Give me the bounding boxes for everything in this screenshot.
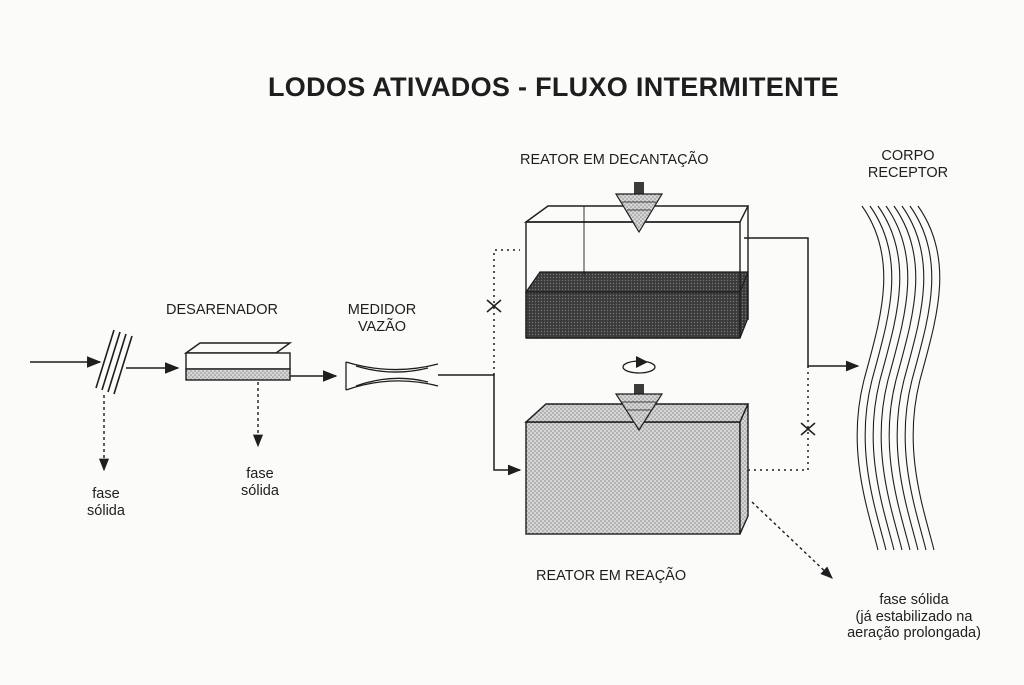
aerator-icon xyxy=(614,182,664,234)
receiving-water-body xyxy=(856,205,941,551)
main-feed-line xyxy=(438,374,522,476)
bar-screen-icon xyxy=(95,329,133,395)
fase-line: fase xyxy=(92,486,120,502)
closed-valve-icon xyxy=(486,299,502,313)
medidor-line: MEDIDOR xyxy=(347,302,417,318)
reactor-decantation xyxy=(523,205,750,339)
diagram-title: LODOS ATIVADOS - FLUXO INTERMITENTE xyxy=(268,72,839,102)
fase-solida-reactor-label: fase sólida (já estabilizado na aeração … xyxy=(826,592,1002,642)
solida-line: sólida xyxy=(241,482,279,499)
desarenador-label: DESARENADOR xyxy=(166,302,278,318)
desarenador-unit xyxy=(183,342,293,381)
corpo-receptor-label: CORPO RECEPTOR xyxy=(852,148,964,181)
aeracao-line: aeração prolongada) xyxy=(847,625,981,642)
fase-solida-grit-label: fase sólida xyxy=(224,466,296,499)
dotted-effluent-line xyxy=(748,366,809,471)
closed-valve-icon xyxy=(800,422,816,436)
estabilizado-line: (já estabilizado na xyxy=(855,608,973,625)
medidor-vazao-label: MEDIDOR VAZÃO xyxy=(340,302,424,335)
rotation-arrow-icon xyxy=(622,356,656,374)
reator-decantacao-label: REATOR EM DECANTAÇÃO xyxy=(520,152,709,168)
reactor-reaction xyxy=(524,403,750,535)
flow-meter-icon xyxy=(345,361,439,391)
reator-reacao-label: REATOR EM REAÇÃO xyxy=(536,568,687,584)
aerator-icon xyxy=(614,384,664,432)
sludge-discharge-arrow xyxy=(751,501,833,579)
fase-solida-screen-label: fase sólida xyxy=(70,486,142,519)
fase-line: fase xyxy=(246,466,274,482)
receptor-line: RECEPTOR xyxy=(867,164,949,181)
corpo-line: CORPO xyxy=(881,148,935,164)
fase-solida-line: fase sólida xyxy=(879,592,949,608)
vazao-line: VAZÃO xyxy=(357,318,407,335)
solida-line: sólida xyxy=(87,502,125,519)
dotted-feed-branch xyxy=(493,249,520,375)
effluent-line xyxy=(744,237,860,372)
